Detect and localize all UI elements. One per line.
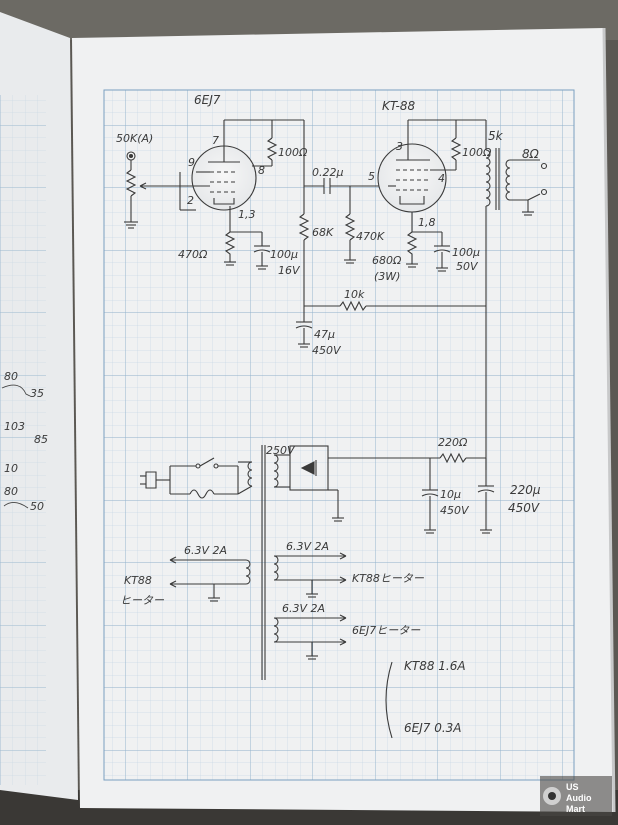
- svg-text:8Ω: 8Ω: [522, 147, 540, 161]
- power-tube-icon: [377, 143, 447, 213]
- svg-text:Audio: Audio: [566, 793, 592, 803]
- amplifier-schematic: [124, 119, 548, 470]
- svg-text:680Ω: 680Ω: [372, 254, 402, 267]
- svg-text:ヒーター: ヒーター: [120, 594, 165, 607]
- svg-text:250V: 250V: [266, 444, 296, 457]
- svg-text:5k: 5k: [488, 129, 504, 143]
- svg-text:5: 5: [368, 170, 375, 183]
- current-bracket: [385, 661, 393, 739]
- svg-text:4: 4: [438, 172, 445, 185]
- svg-text:10: 10: [4, 462, 18, 475]
- svg-text:80: 80: [4, 485, 18, 498]
- svg-text:100Ω: 100Ω: [462, 146, 492, 159]
- svg-text:9: 9: [188, 156, 195, 169]
- feedback-resistor-icon: [339, 300, 367, 312]
- svg-text:1,3: 1,3: [238, 208, 256, 221]
- svg-text:Mart: Mart: [566, 804, 585, 814]
- volume-pot-icon: [125, 169, 137, 197]
- svg-text:US: US: [566, 782, 579, 792]
- volume-pot-label: 50K(A): [116, 132, 153, 145]
- svg-text:8: 8: [258, 164, 265, 177]
- svg-text:470Ω: 470Ω: [178, 248, 208, 261]
- graph-grid: [104, 90, 574, 780]
- preamp-tube-label: 6EJ7: [194, 93, 221, 107]
- svg-text:220μ: 220μ: [510, 483, 541, 497]
- svg-text:1,8: 1,8: [418, 216, 436, 229]
- svg-text:80: 80: [4, 370, 18, 383]
- power-tube-label: KT-88: [382, 99, 415, 113]
- svg-text:50: 50: [30, 500, 44, 513]
- svg-text:(3W): (3W): [374, 270, 400, 283]
- svg-text:6.3V 2A: 6.3V 2A: [282, 602, 325, 615]
- svg-text:103: 103: [4, 420, 25, 433]
- svg-text:0.22μ: 0.22μ: [312, 166, 344, 179]
- svg-text:10μ: 10μ: [440, 488, 461, 501]
- ac-plug-icon: [145, 471, 157, 489]
- svg-text:100μ: 100μ: [452, 246, 480, 259]
- ps-resistor-icon: [439, 452, 467, 464]
- svg-text:100Ω: 100Ω: [278, 146, 308, 159]
- rectifier-bridge-icon: [289, 445, 329, 491]
- current-kt88: KT88 1.6A: [404, 659, 466, 673]
- handwritten-labels: 6EJ7 KT-88 50K(A) 7 9 8 2 1,3 3 5 4 1,8 …: [116, 93, 541, 735]
- power-supply-schematic: [140, 445, 495, 739]
- svg-text:85: 85: [34, 433, 48, 446]
- mains-transformer-icon: [247, 461, 253, 487]
- svg-text:6.3V 2A: 6.3V 2A: [184, 544, 227, 557]
- svg-text:KT88ヒーター: KT88ヒーター: [352, 572, 425, 585]
- current-6ej7: 6EJ7 0.3A: [404, 721, 462, 735]
- svg-text:10k: 10k: [344, 288, 365, 301]
- svg-text:47μ: 47μ: [314, 328, 335, 341]
- svg-text:450V: 450V: [508, 501, 540, 515]
- svg-text:6EJ7ヒーター: 6EJ7ヒーター: [352, 624, 421, 637]
- svg-text:3: 3: [396, 140, 403, 153]
- output-transformer-icon: [485, 149, 491, 207]
- svg-text:2: 2: [187, 194, 194, 207]
- svg-text:470K: 470K: [356, 230, 385, 243]
- svg-text:68K: 68K: [312, 226, 334, 239]
- svg-text:6.3V 2A: 6.3V 2A: [286, 540, 329, 553]
- svg-text:450V: 450V: [312, 344, 342, 357]
- svg-text:7: 7: [212, 134, 219, 147]
- svg-text:KT88: KT88: [124, 574, 152, 587]
- svg-text:100μ: 100μ: [270, 248, 298, 261]
- svg-text:35: 35: [30, 387, 44, 400]
- svg-text:450V: 450V: [440, 504, 470, 517]
- watermark-logo: US Audio Mart: [540, 776, 612, 816]
- svg-text:50V: 50V: [456, 260, 479, 273]
- svg-text:16V: 16V: [278, 264, 301, 277]
- svg-text:220Ω: 220Ω: [438, 436, 468, 449]
